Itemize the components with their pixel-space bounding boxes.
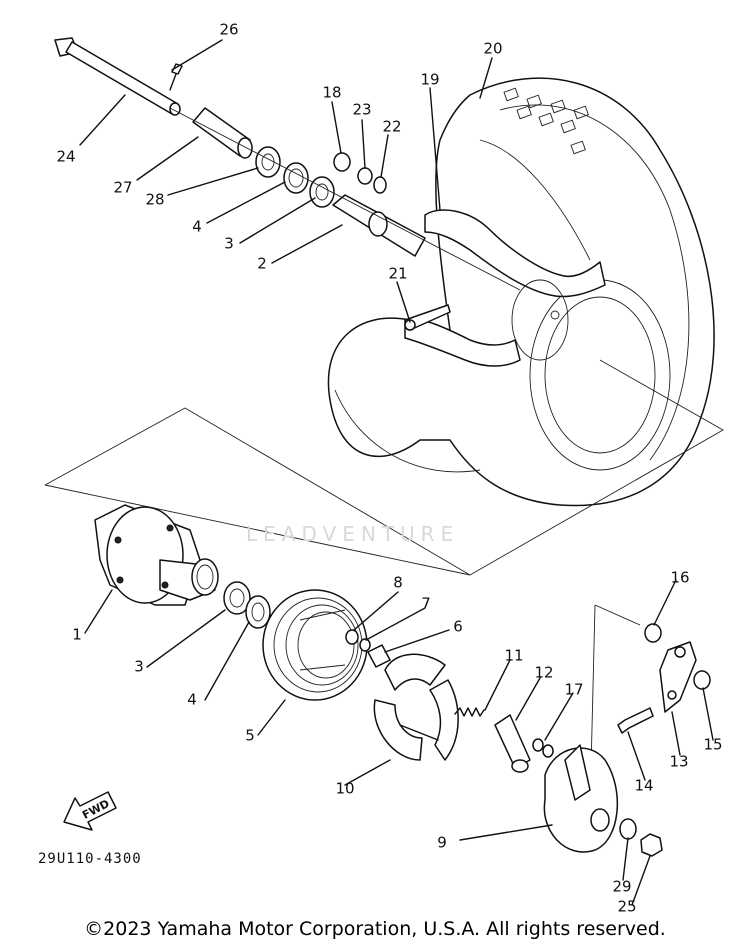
part-number-label: 11 xyxy=(504,647,523,665)
brake-lever-part-13[interactable] xyxy=(659,641,697,713)
part-number-label: 26 xyxy=(219,21,238,39)
cotter-pin-part-26[interactable] xyxy=(169,63,183,91)
brake-drum-part-5[interactable] xyxy=(262,589,368,701)
brake-shoe-part-10[interactable] xyxy=(373,653,459,761)
part-number-label: 28 xyxy=(145,191,164,209)
watermark: LEADVENTURE xyxy=(246,522,460,546)
spacer-part-2[interactable] xyxy=(332,194,426,257)
washer-part-22[interactable] xyxy=(373,176,387,194)
assembly-line-box xyxy=(44,359,724,576)
part-number-label: 3 xyxy=(224,235,234,253)
part-number-label: 2 xyxy=(257,255,267,273)
brake-plate-part-9[interactable] xyxy=(543,744,618,853)
part-number-label: 4 xyxy=(192,218,202,236)
washer-part-17[interactable] xyxy=(532,738,554,758)
part-number-label: 14 xyxy=(634,777,653,795)
bearing-part-3-lower[interactable] xyxy=(223,581,251,615)
washer-part-15[interactable] xyxy=(693,670,711,690)
part-number-label: 6 xyxy=(453,618,463,636)
part-number-label: 22 xyxy=(382,118,401,136)
part-number-label: 12 xyxy=(534,664,553,682)
part-number-label: 9 xyxy=(437,834,447,852)
oil-seal-part-28[interactable] xyxy=(255,146,281,178)
tire-tread-blocks xyxy=(503,87,589,155)
hub-part-1[interactable] xyxy=(94,504,219,606)
part-number-label: 17 xyxy=(564,681,583,699)
collar-part-27[interactable] xyxy=(192,107,253,159)
valve-part-21[interactable] xyxy=(404,304,451,331)
spring-part-11[interactable] xyxy=(454,707,485,717)
drawing-code: 29U110-4300 xyxy=(38,851,142,867)
part-number-label: 23 xyxy=(352,101,371,119)
part-number-label: 16 xyxy=(670,569,689,587)
part-number-label: 8 xyxy=(393,574,403,592)
nut-part-16[interactable] xyxy=(644,623,662,643)
forward-arrow: FWD xyxy=(63,791,117,831)
part-number-label: 15 xyxy=(703,736,722,754)
part-number-label: 10 xyxy=(335,780,354,798)
part-number-label: 29 xyxy=(612,878,631,896)
bearing-part-3-upper[interactable] xyxy=(309,176,335,208)
washer-part-8[interactable] xyxy=(345,629,359,645)
assembly-line-upper xyxy=(169,107,521,291)
axle-part-24[interactable] xyxy=(54,37,181,116)
part-number-label: 1 xyxy=(72,626,82,644)
oil-seal-part-4-lower[interactable] xyxy=(245,595,271,629)
part-number-label: 13 xyxy=(669,753,688,771)
part-number-label: 3 xyxy=(134,658,144,676)
part-number-label: 18 xyxy=(322,84,341,102)
washer-part-23[interactable] xyxy=(357,167,373,185)
tire-part-20[interactable] xyxy=(327,77,715,507)
part-number-label: 5 xyxy=(245,727,255,745)
part-number-label: 24 xyxy=(56,148,75,166)
part-number-label: 4 xyxy=(187,691,197,709)
washer-part-7[interactable] xyxy=(359,638,371,652)
part-number-label: 27 xyxy=(113,179,132,197)
rim-part-19[interactable] xyxy=(404,209,606,367)
part-number-label: 21 xyxy=(388,265,407,283)
washer-part-29[interactable] xyxy=(619,818,637,840)
leader-lines xyxy=(79,39,714,906)
nut-part-18[interactable] xyxy=(333,152,351,172)
brake-cam-part-12[interactable] xyxy=(494,714,531,773)
part-number-label: 20 xyxy=(483,40,502,58)
part-number-label: 7 xyxy=(421,595,431,613)
bolt-part-14[interactable] xyxy=(617,707,654,734)
nut-part-25[interactable] xyxy=(640,833,663,857)
copyright-notice: ©2023 Yamaha Motor Corporation, U.S.A. A… xyxy=(84,918,666,940)
part-number-label: 19 xyxy=(420,71,439,89)
bolt-part-6[interactable] xyxy=(367,644,391,668)
part-labels: 2620192418232227284322113458761611121710… xyxy=(56,21,722,916)
part-number-label: 25 xyxy=(617,898,636,916)
